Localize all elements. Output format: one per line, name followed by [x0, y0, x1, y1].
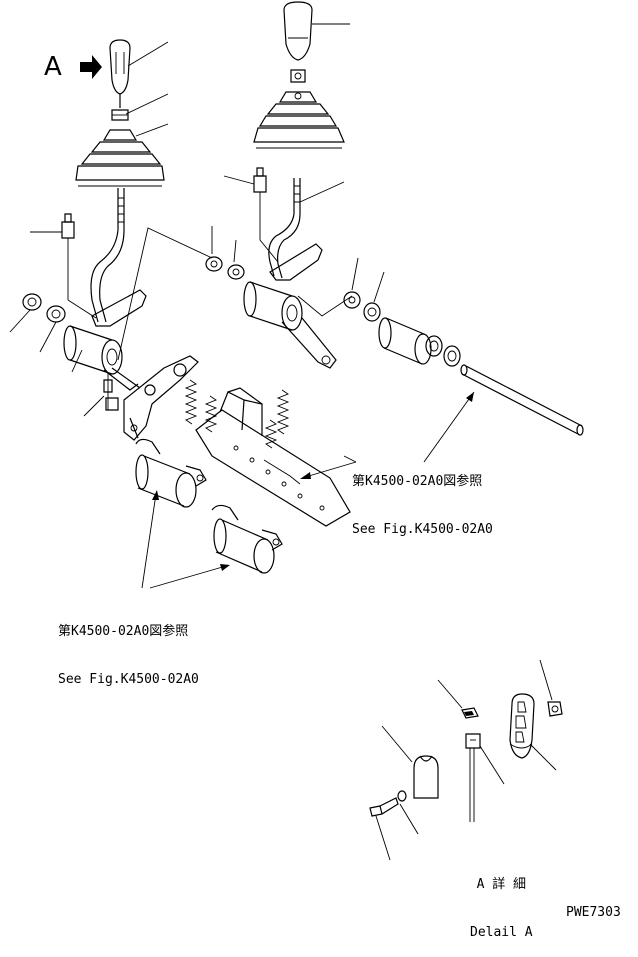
view-a-marker: A: [44, 52, 62, 82]
detail-a-cover: [413, 755, 439, 799]
left-bushing-1: [22, 293, 42, 311]
detail-a-switch: [461, 707, 479, 719]
base-plate: [195, 387, 351, 527]
left-bracket: [91, 289, 147, 327]
left-bushing-2: [46, 305, 66, 323]
detail-a-label-jp: A 詳 細: [476, 877, 527, 892]
left-link: [103, 367, 141, 411]
detail-a-label: A 詳 細 Delail A: [470, 845, 533, 957]
detail-a-sensor: [465, 733, 481, 822]
reference-2-leaders: [141, 490, 230, 589]
washer-2: [443, 345, 461, 367]
cylinder-upper: [129, 417, 207, 508]
right-lever-knob: [283, 1, 313, 61]
right-lever-tube: [243, 281, 303, 331]
right-grease-nipple: [253, 167, 279, 263]
leader-lines: [9, 23, 385, 417]
left-lever-boot: [75, 129, 165, 187]
pedal-linkage-plate: [123, 355, 199, 441]
detail-a-nut: [547, 701, 563, 717]
right-lever-nut: [290, 69, 306, 83]
right-arm: [281, 317, 337, 369]
right-bracket: [269, 243, 323, 281]
figure-reference-1-jp: 第K4500-02A0図参照: [352, 474, 483, 489]
right-bushing-3: [343, 291, 361, 309]
cylinder-lower: [211, 504, 283, 574]
detail-a-label-en: Delail A: [470, 925, 533, 940]
right-bushing-2: [227, 264, 245, 280]
left-lever-knob: [109, 39, 131, 108]
right-bushing-1: [205, 256, 223, 272]
right-bushing-4: [363, 302, 381, 322]
assembly-lines: [117, 227, 353, 361]
figure-reference-2-en: See Fig.K4500-02A0: [58, 672, 199, 687]
spring-right: [276, 389, 290, 435]
figure-reference-1: 第K4500-02A0図参照 See Fig.K4500-02A0: [352, 442, 493, 554]
spring-mid: [204, 395, 218, 433]
spring-right-2: [264, 419, 278, 449]
collar: [378, 317, 432, 365]
detail-a-knob: [509, 693, 535, 759]
figure-reference-2: 第K4500-02A0図参照 See Fig.K4500-02A0: [58, 592, 199, 704]
right-lever-boot: [253, 91, 345, 149]
left-grease-nipple: [61, 213, 97, 319]
shaft: [460, 364, 584, 436]
drawing-code: PWE7303: [566, 905, 621, 920]
view-a-arrow: [80, 55, 102, 79]
right-lever-rod: [268, 178, 301, 279]
detail-a-washer: [397, 790, 407, 802]
spring-left: [184, 379, 198, 425]
figure-reference-2-jp: 第K4500-02A0図参照: [58, 624, 189, 639]
reference-1-leaders: [300, 391, 475, 479]
left-lever-nut: [111, 109, 129, 121]
washer-1: [425, 335, 443, 357]
left-lever-rod: [90, 188, 125, 323]
figure-reference-1-en: See Fig.K4500-02A0: [352, 522, 493, 537]
parts-diagram: [9, 1, 584, 861]
detail-a-screw: [369, 797, 399, 817]
detail-a-leaders: [375, 659, 557, 861]
left-lever-tube: [63, 325, 123, 375]
